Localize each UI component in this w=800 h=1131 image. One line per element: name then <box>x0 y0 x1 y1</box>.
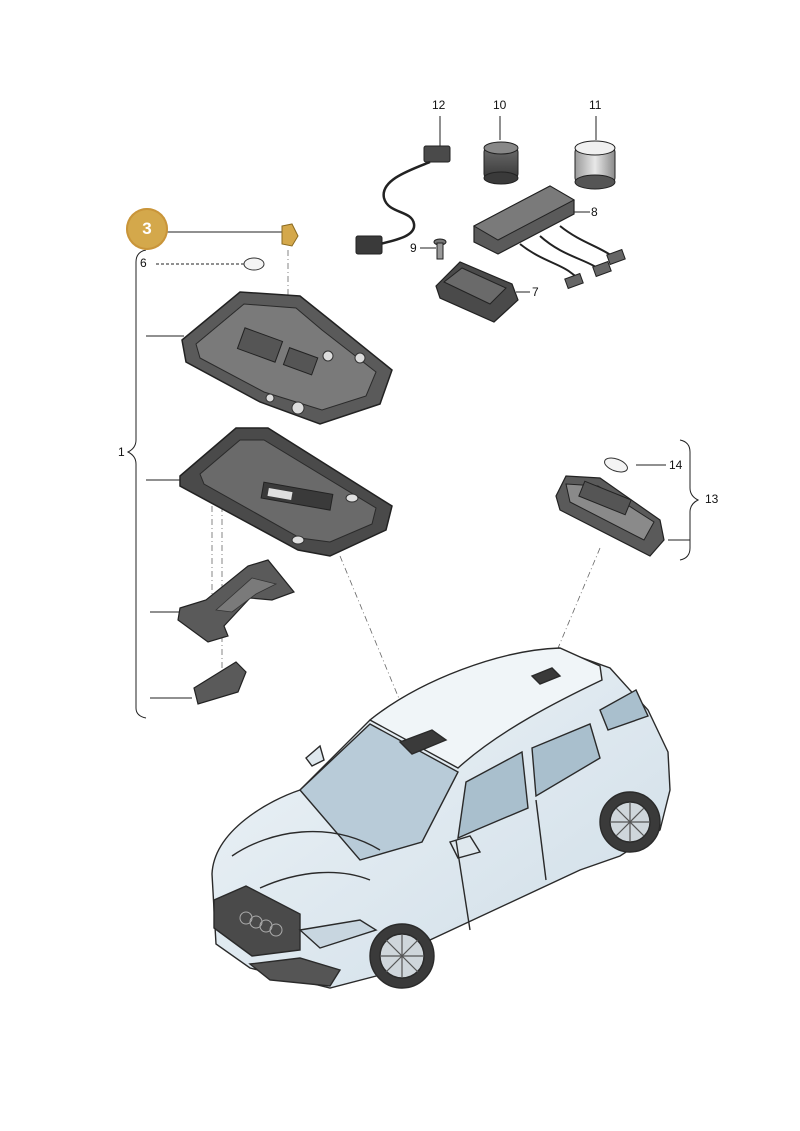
callout-6: 6 <box>140 256 147 270</box>
highlighted-part-3-badge[interactable]: 3 <box>126 208 168 250</box>
gasket-plate <box>177 559 295 643</box>
part-12-cable <box>355 145 451 255</box>
part-6-bulb <box>243 257 265 271</box>
callout-7: 7 <box>532 285 539 299</box>
part-7-switch <box>435 261 519 323</box>
callout-14: 14 <box>669 458 683 472</box>
trim-strip <box>193 661 247 705</box>
roof-console-panel <box>179 427 393 557</box>
callout-13: 13 <box>705 492 719 506</box>
part-10-knob <box>483 141 519 185</box>
callout-11: 11 <box>589 98 602 112</box>
part-3-clip <box>281 223 299 247</box>
group-13-bracket <box>636 439 700 561</box>
part-14-bulb <box>604 457 628 473</box>
callout-1: 1 <box>118 445 125 459</box>
group-1-bracket <box>126 231 282 719</box>
part-9-screw <box>433 238 447 260</box>
part-13-light <box>555 475 665 557</box>
roof-console-housing <box>181 291 393 425</box>
part-8-module <box>472 185 626 290</box>
callout-8: 8 <box>591 205 598 219</box>
callout-10: 10 <box>493 98 507 112</box>
car-illustration <box>211 647 671 989</box>
part-11-cylinder <box>574 140 616 190</box>
callout-12: 12 <box>432 98 446 112</box>
callout-9: 9 <box>410 241 417 255</box>
